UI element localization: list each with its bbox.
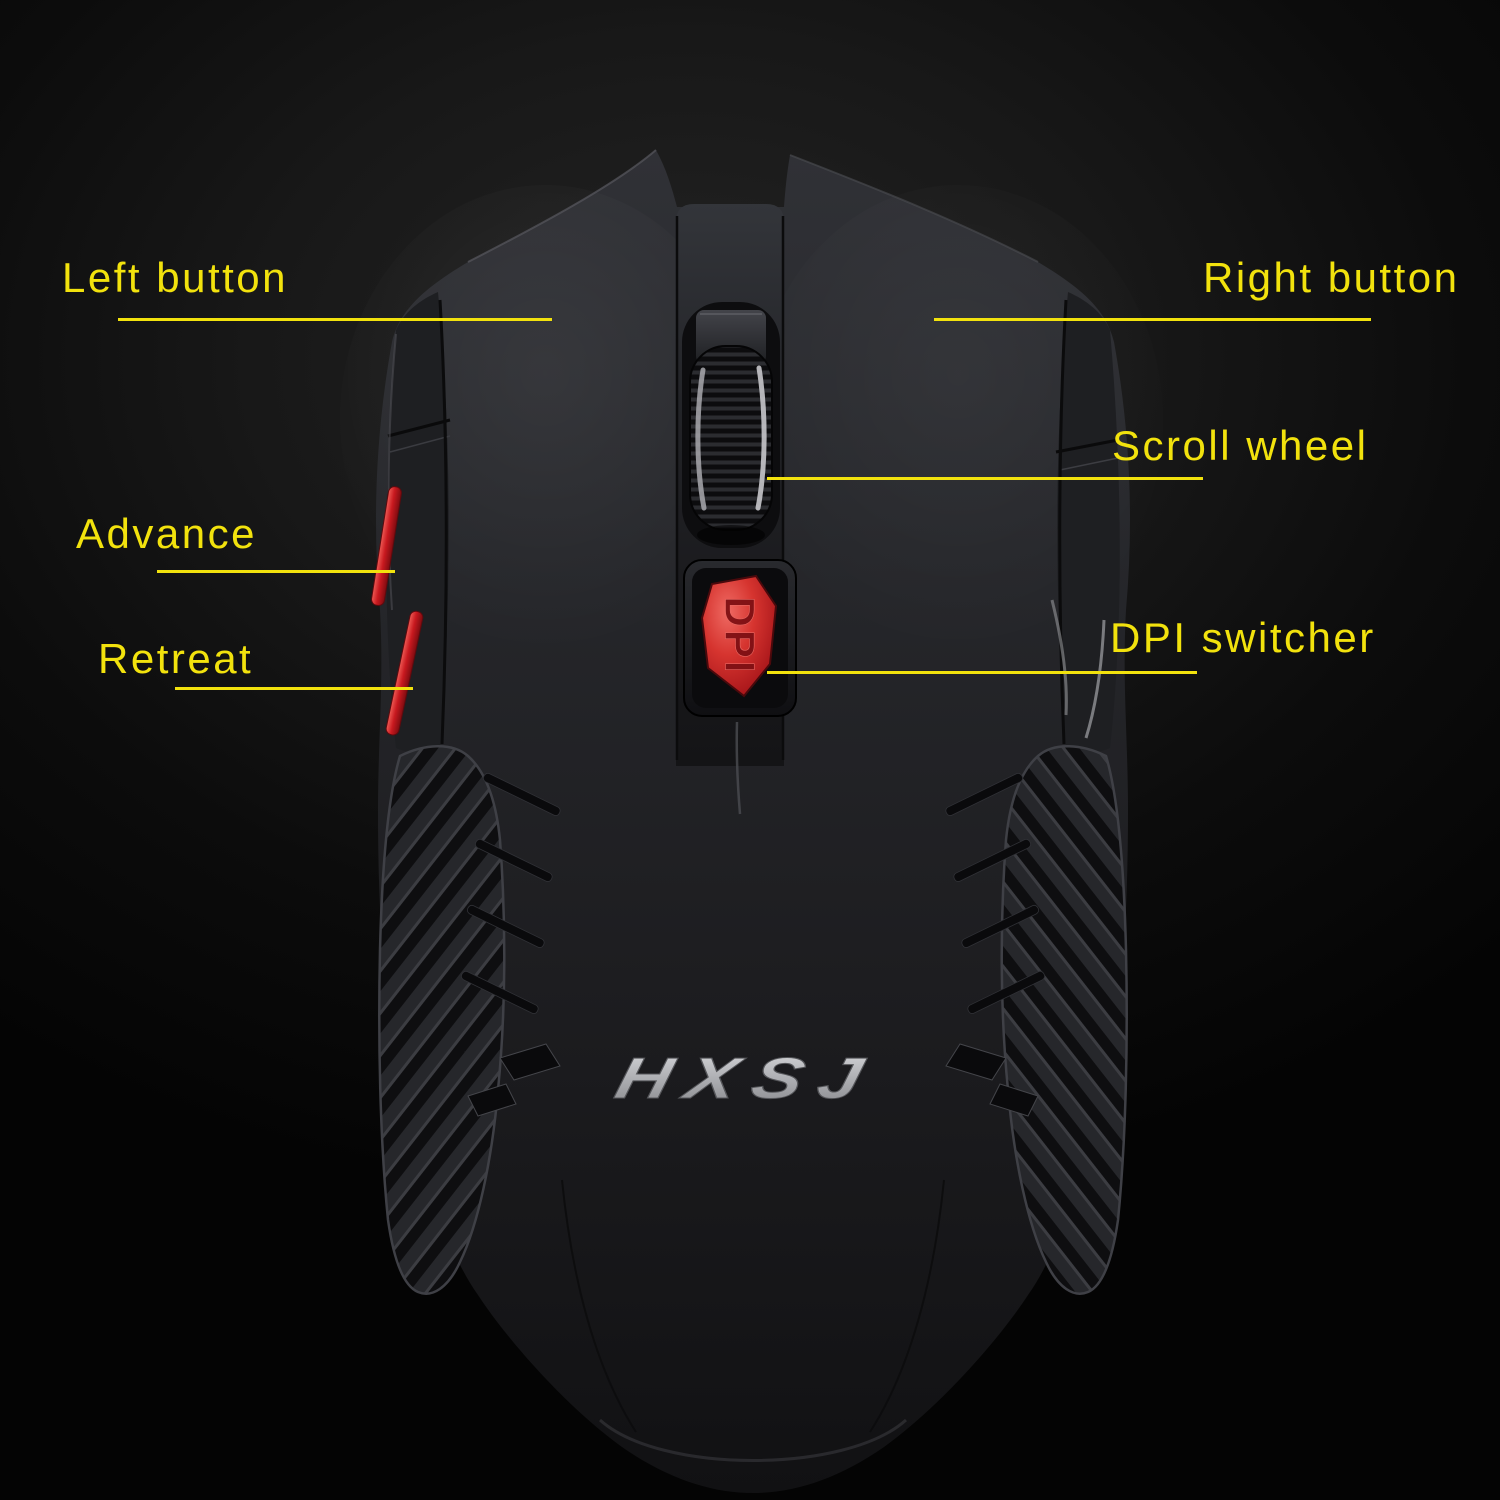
side-grip-right xyxy=(1000,745,1128,1295)
side-strip-right xyxy=(1055,292,1120,753)
label-advance: Advance xyxy=(76,510,257,557)
label-retreat: Retreat xyxy=(98,635,254,682)
scroll-wheel-chrome-right xyxy=(755,365,767,511)
scroll-wheel-chrome-left xyxy=(695,367,707,511)
dpi-button xyxy=(700,574,778,698)
retreat-button xyxy=(385,610,424,736)
callout-line-scroll-wheel xyxy=(767,477,1203,480)
callout-line-retreat xyxy=(175,687,413,690)
scroll-wheel-group xyxy=(682,302,780,548)
callout-line-right-button xyxy=(934,318,1371,321)
center-seam xyxy=(735,721,742,815)
vent-slats-right xyxy=(945,772,1045,1014)
label-left-button: Left button xyxy=(62,254,288,301)
grip-cutouts-right xyxy=(945,1043,1039,1117)
callout-line-dpi-switcher xyxy=(767,671,1197,674)
callout-line-advance xyxy=(157,570,395,573)
callout-line-left-button xyxy=(118,318,552,321)
edge-highlights xyxy=(467,149,1068,716)
dpi-button-group: DPI xyxy=(683,559,797,815)
vent-slats-left xyxy=(461,772,561,1014)
side-grip-left xyxy=(378,745,506,1295)
advance-button xyxy=(371,486,402,606)
brand-logo: HXSJ xyxy=(609,1046,884,1111)
label-dpi-switcher: DPI switcher xyxy=(1110,614,1376,661)
dpi-button-label: DPI xyxy=(717,596,764,675)
tail-details xyxy=(561,1179,945,1462)
side-strip-left xyxy=(386,292,451,753)
label-scroll-wheel: Scroll wheel xyxy=(1112,422,1369,469)
grip-cutouts-left xyxy=(467,1043,561,1117)
label-right-button: Right button xyxy=(1203,254,1460,301)
